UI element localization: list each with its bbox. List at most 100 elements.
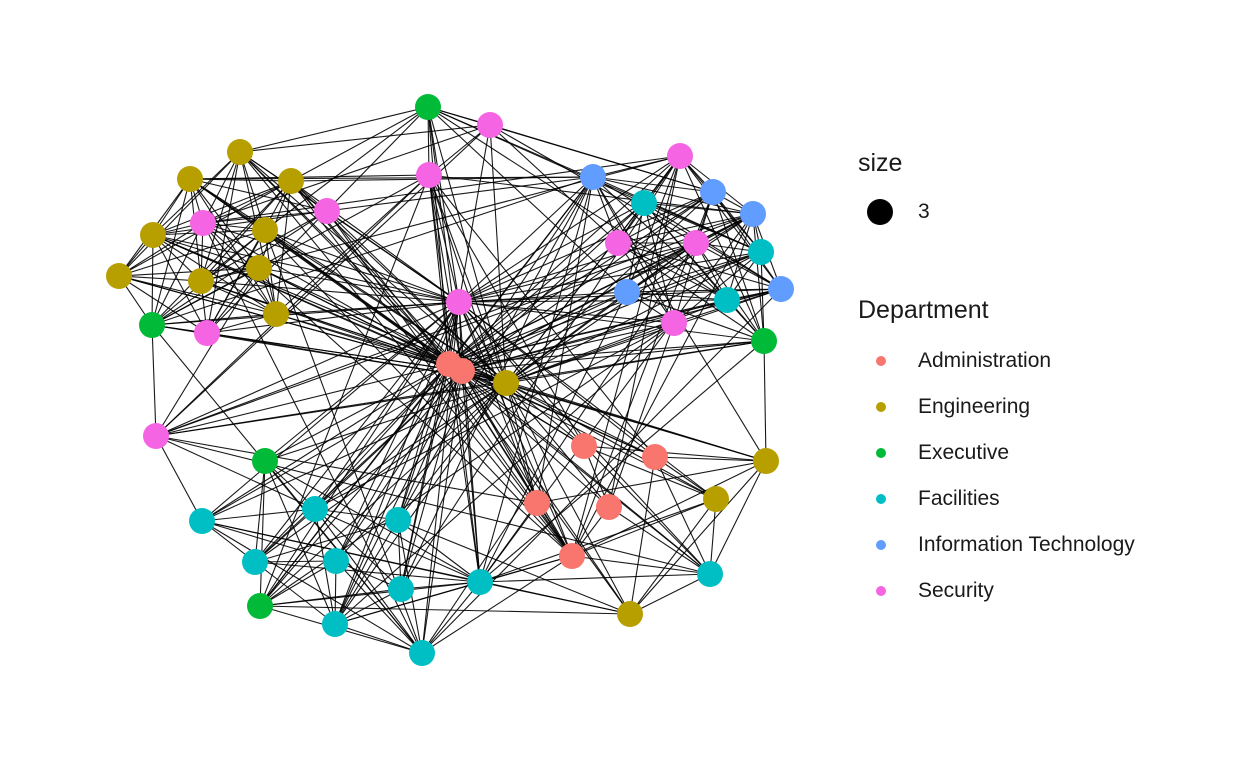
legend-item-security: Security xyxy=(858,576,1198,622)
edge-layer xyxy=(118,106,782,654)
legend-size-key-dot xyxy=(867,199,893,225)
graph-node-facilities xyxy=(467,569,493,595)
graph-edge xyxy=(428,174,656,458)
graph-edge xyxy=(448,291,628,365)
graph-edge xyxy=(458,301,507,384)
graph-node-executive xyxy=(252,448,278,474)
graph-edge xyxy=(206,301,460,334)
graph-edge xyxy=(118,275,208,334)
graph-edge xyxy=(421,581,481,654)
graph-node-engineering xyxy=(753,448,779,474)
legend-key-engineering xyxy=(876,402,886,412)
graph-edge xyxy=(189,178,277,315)
graph-edge xyxy=(151,210,328,326)
graph-edge xyxy=(334,363,450,625)
graph-edge xyxy=(479,498,717,583)
legend-key-facilities xyxy=(876,494,886,504)
graph-node-facilities xyxy=(409,640,435,666)
graph-edge xyxy=(155,301,460,437)
graph-node-security xyxy=(416,162,442,188)
graph-edge xyxy=(152,180,292,236)
graph-edge xyxy=(326,176,594,212)
graph-edge xyxy=(583,445,717,500)
graph-edge xyxy=(155,435,316,510)
graph-node-facilities xyxy=(388,576,414,602)
graph-edge xyxy=(726,213,754,301)
graph-edge xyxy=(152,234,463,372)
graph-node-security xyxy=(477,112,503,138)
graph-edge xyxy=(505,382,585,447)
graph-node-executive xyxy=(247,593,273,619)
graph-node-engineering xyxy=(246,255,272,281)
graph-edge xyxy=(461,370,711,575)
graph-node-information-technology xyxy=(614,279,640,305)
graph-edge xyxy=(239,106,429,153)
graph-edge xyxy=(400,155,681,590)
graph-edge xyxy=(505,382,610,508)
graph-edge xyxy=(275,174,430,315)
graph-edge xyxy=(201,363,450,522)
graph-edge xyxy=(458,301,538,504)
graph-edge xyxy=(629,460,767,615)
graph-edge xyxy=(201,301,460,522)
graph-edge xyxy=(629,498,717,615)
graph-edge xyxy=(334,301,460,625)
graph-edge xyxy=(458,191,714,303)
graph-edge xyxy=(583,445,767,462)
graph-edge xyxy=(608,155,681,508)
legend-size-value: 3 xyxy=(918,200,930,223)
graph-edge xyxy=(397,176,594,521)
graph-edge xyxy=(505,382,767,462)
graph-node-administration xyxy=(596,494,622,520)
graph-edge xyxy=(189,178,328,212)
graph-edge xyxy=(448,363,481,583)
graph-edge xyxy=(259,605,631,615)
graph-node-facilities xyxy=(242,549,268,575)
legend-label-facilities: Facilities xyxy=(918,487,1000,510)
graph-edge xyxy=(151,324,157,437)
graph-node-engineering xyxy=(106,263,132,289)
graph-edge xyxy=(428,174,507,384)
graph-edge xyxy=(608,506,711,575)
graph-edge xyxy=(505,322,675,384)
graph-node-engineering xyxy=(493,370,519,396)
graph-edge xyxy=(290,106,429,182)
graph-edge xyxy=(763,340,767,462)
graph-node-engineering xyxy=(177,166,203,192)
graph-edge xyxy=(760,251,765,342)
graph-node-information-technology xyxy=(700,179,726,205)
legend-item-information-technology: Information Technology xyxy=(858,530,1198,576)
graph-edge xyxy=(505,382,573,557)
graph-node-information-technology xyxy=(580,164,606,190)
graph-edge xyxy=(290,180,573,557)
graph-edge xyxy=(334,322,675,625)
graph-edge xyxy=(458,155,681,303)
graph-node-facilities xyxy=(748,239,774,265)
graph-edge xyxy=(259,581,481,607)
graph-edge xyxy=(118,275,202,282)
graph-edge xyxy=(259,301,460,607)
graph-edge xyxy=(118,222,204,277)
graph-edge xyxy=(264,106,429,231)
graph-edge xyxy=(239,151,450,365)
graph-node-security xyxy=(661,310,687,336)
legend-key-administration xyxy=(876,356,886,366)
legend-item-administration: Administration xyxy=(858,346,1198,392)
graph-edge xyxy=(264,229,573,557)
graph-edge xyxy=(489,124,507,384)
node-layer xyxy=(106,94,794,666)
legend-key-security xyxy=(876,586,886,596)
graph-edge xyxy=(461,370,585,447)
graph-node-administration xyxy=(524,490,550,516)
graph-edge xyxy=(654,456,711,575)
graph-edge xyxy=(314,382,507,510)
graph-node-facilities xyxy=(302,496,328,522)
graph-edge xyxy=(155,340,765,437)
graph-edge xyxy=(155,267,260,437)
graph-node-facilities xyxy=(323,548,349,574)
graph-node-security xyxy=(605,230,631,256)
graph-node-information-technology xyxy=(768,276,794,302)
graph-edge xyxy=(200,280,277,315)
graph-node-administration xyxy=(642,444,668,470)
